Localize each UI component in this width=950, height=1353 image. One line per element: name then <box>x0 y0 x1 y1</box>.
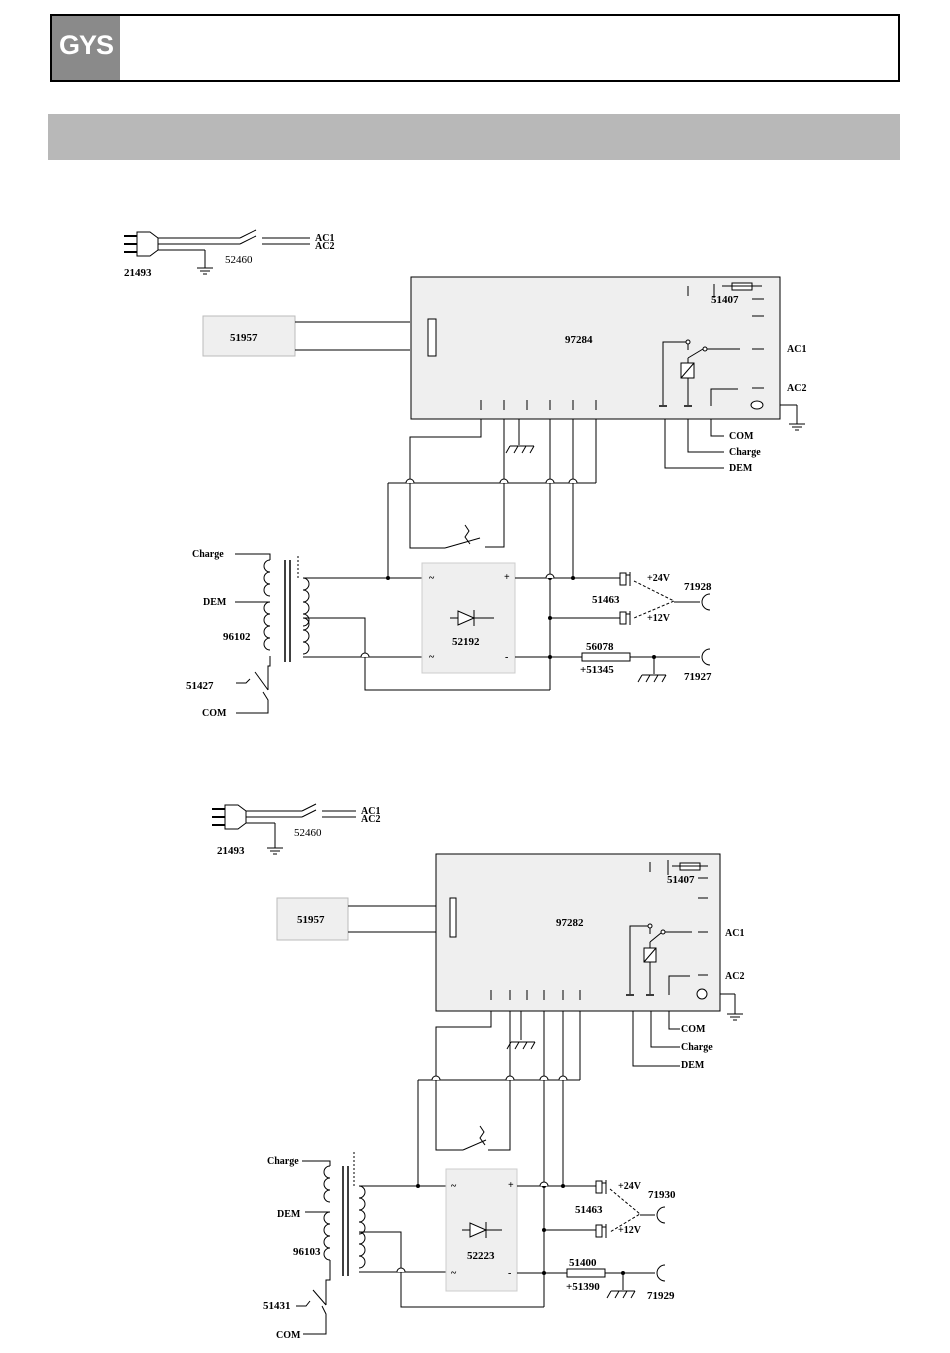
d2-plus-label: + <box>508 1180 514 1191</box>
d2-out-com-label: COM <box>681 1024 706 1035</box>
d2-board-ac2-label: AC2 <box>725 971 744 982</box>
d2-connector-label: 51463 <box>575 1204 603 1216</box>
d1-ac2-label: AC2 <box>315 241 334 252</box>
d1-thermal-label: 51427 <box>186 680 214 692</box>
d2-fuse2-label: 51400 <box>569 1257 597 1269</box>
d2-fuse2b-label: +51390 <box>566 1281 600 1293</box>
d2-ac2-label: AC2 <box>361 814 380 825</box>
d1-fuse-label: 51407 <box>711 294 739 306</box>
d2-socket-top-label: 71930 <box>648 1189 676 1201</box>
d2-tr-com-label: COM <box>276 1330 301 1341</box>
d1-board-label: 97284 <box>565 334 593 346</box>
d2-fuse-label: 51407 <box>667 874 695 886</box>
d1-tr-com-label: COM <box>202 708 227 719</box>
d2-tilde-bottom: ~ <box>451 1268 457 1279</box>
transformer-icon-2 <box>324 1152 365 1276</box>
d1-v12-label: +12V <box>647 613 671 624</box>
d1-v24-label: +24V <box>647 573 671 584</box>
d1-plug-label: 21493 <box>124 267 152 279</box>
d1-socket-bottom-label: 71927 <box>684 671 712 683</box>
d2-out-dem-label: DEM <box>681 1060 705 1071</box>
d1-tilde-bottom: ~ <box>429 652 435 663</box>
d2-out-charge-label: Charge <box>681 1042 713 1053</box>
d1-connector-label: 51463 <box>592 594 620 606</box>
d2-switch-label: 52460 <box>294 827 322 839</box>
d2-v12-label: +12V <box>618 1225 642 1236</box>
d2-v24-label: +24V <box>618 1181 642 1192</box>
d1-tilde-top: ~ <box>429 573 435 584</box>
d1-board-ac1-label: AC1 <box>787 344 806 355</box>
d2-plug-label: 21493 <box>217 845 245 857</box>
d1-fuse2-label: 56078 <box>586 641 614 653</box>
d2-tr-dem-label: DEM <box>277 1209 301 1220</box>
d2-tilde-top: ~ <box>451 1181 457 1192</box>
d1-tr-charge-label: Charge <box>192 549 224 560</box>
d1-out-dem-label: DEM <box>729 463 753 474</box>
thermal-switch-icon-2 <box>463 1126 486 1150</box>
d1-module-label: 51957 <box>230 332 258 344</box>
d2-transformer-label: 96103 <box>293 1246 321 1258</box>
d2-socket-bottom-label: 71929 <box>647 1290 675 1302</box>
d2-thermal-label: 51431 <box>263 1300 291 1312</box>
d2-board-ac1-label: AC1 <box>725 928 744 939</box>
d1-out-com-label: COM <box>729 431 754 442</box>
d1-minus-label: - <box>505 652 508 663</box>
d2-minus-label: - <box>508 1268 511 1279</box>
d2-module-label: 51957 <box>297 914 325 926</box>
switch-icon <box>240 230 256 244</box>
d1-tr-dem-label: DEM <box>203 597 227 608</box>
d2-board-label: 97282 <box>556 917 584 929</box>
d1-out-charge-label: Charge <box>729 447 761 458</box>
d1-fuse2b-label: +51345 <box>580 664 614 676</box>
thermal-switch-icon <box>445 525 480 548</box>
mains-plug-icon-2 <box>212 805 246 829</box>
d1-transformer-label: 96102 <box>223 631 251 643</box>
d1-bridge-label: 52192 <box>452 636 480 648</box>
d1-board-ac2-label: AC2 <box>787 383 806 394</box>
d1-plus-label: + <box>504 572 510 583</box>
d2-bridge-label: 52223 <box>467 1250 495 1262</box>
d1-socket-top-label: 71928 <box>684 581 712 593</box>
transformer-icon <box>264 556 309 662</box>
d1-switch-label: 52460 <box>225 254 253 266</box>
d2-tr-charge-label: Charge <box>267 1156 299 1167</box>
mains-plug-icon <box>124 232 158 256</box>
fuse-56078-icon <box>582 653 630 661</box>
